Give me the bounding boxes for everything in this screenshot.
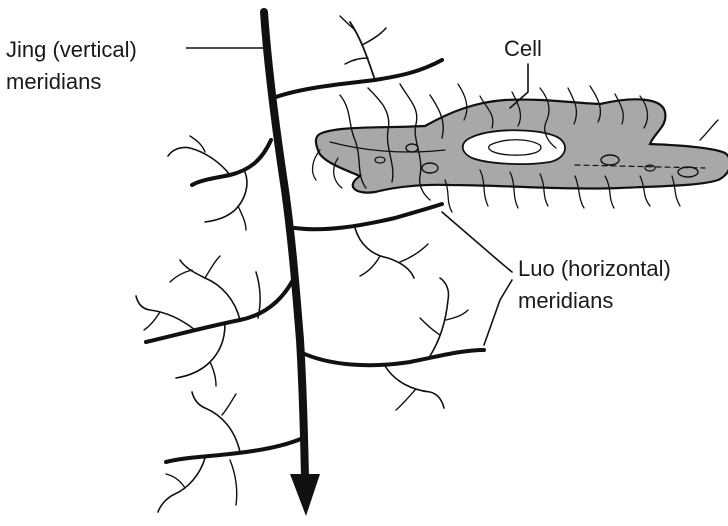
- luo-twig: [136, 296, 195, 330]
- luo-branch: [300, 350, 484, 365]
- leader-lines: [186, 48, 528, 345]
- luo-twig: [238, 206, 246, 230]
- cell-nucleus: [463, 130, 565, 164]
- luo-twig: [168, 147, 230, 175]
- luo-twig: [420, 318, 440, 335]
- luo-twig: [430, 278, 449, 356]
- luo-twig: [158, 458, 205, 512]
- luo-twig: [192, 392, 240, 452]
- luo-branch: [166, 438, 303, 462]
- luo-twig: [400, 244, 428, 262]
- luo-branch: [146, 280, 293, 342]
- jing-arrowhead: [290, 474, 320, 516]
- luo-twig: [385, 366, 444, 408]
- luo-twig: [166, 474, 185, 488]
- luo-twig: [170, 270, 192, 282]
- luo-twig: [144, 312, 160, 330]
- luo-twig: [355, 228, 414, 278]
- luo-leader-line-lower: [484, 280, 512, 345]
- luo-twig: [446, 310, 468, 320]
- luo-twig: [350, 22, 375, 80]
- luo-branch: [295, 204, 442, 229]
- luo-label-line2: meridians: [518, 288, 613, 313]
- luo-branch: [192, 140, 271, 185]
- luo-twig: [396, 390, 415, 410]
- jing-label-line1: Jing (vertical): [6, 37, 137, 62]
- luo-twig: [210, 362, 216, 386]
- fiber: [700, 120, 718, 140]
- luo-twig: [230, 460, 237, 505]
- cell: [316, 99, 728, 192]
- luo-twig: [345, 58, 368, 64]
- luo-twig: [360, 256, 380, 276]
- luo-branch: [273, 60, 442, 98]
- luo-label-line1: Luo (horizontal): [518, 256, 671, 281]
- luo-twig: [256, 272, 260, 318]
- luo-twig: [222, 394, 236, 415]
- luo-twig: [205, 256, 220, 278]
- jing-label-line2: meridians: [6, 69, 101, 94]
- cell-label: Cell: [504, 36, 542, 61]
- jing-main-trunk: [264, 12, 305, 478]
- luo-leader-line-upper: [442, 212, 512, 272]
- luo-twig: [340, 16, 355, 30]
- luo-branches: [136, 16, 484, 512]
- luo-twig: [362, 28, 386, 45]
